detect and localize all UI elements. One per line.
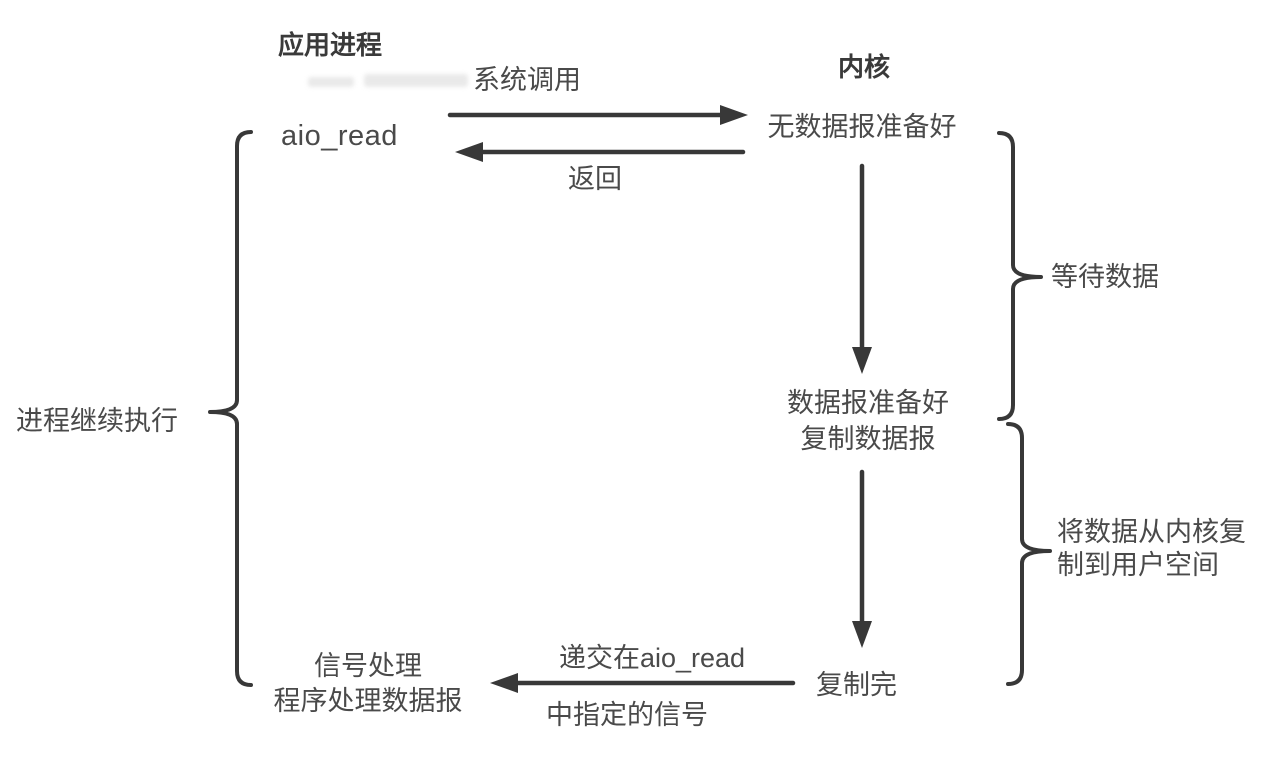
- wait-data-brace: [997, 131, 1043, 421]
- kernel-title: 内核: [837, 52, 891, 82]
- system-call-arrow: [447, 105, 748, 125]
- deliver-signal-label-line1: 递交在aio_read: [558, 643, 746, 673]
- ghost-smudge: [364, 74, 468, 87]
- wait-for-data-label: 等待数据: [1051, 262, 1159, 292]
- copy-data-brace: [1006, 422, 1052, 686]
- system-call-label: 系统调用: [473, 65, 581, 95]
- aio-read-label: aio_read: [281, 120, 398, 152]
- ghost-smudge: [308, 77, 354, 87]
- return-label: 返回: [568, 164, 622, 194]
- return-arrow: [455, 142, 746, 162]
- deliver-signal-arrow: [490, 673, 796, 693]
- datagram-ready-label: 数据报准备好 复制数据报: [787, 388, 949, 454]
- process-continues-brace: [208, 130, 253, 687]
- app-process-title: 应用进程: [278, 30, 383, 60]
- copy-data-arrow: [852, 469, 872, 648]
- wait-data-arrow: [852, 163, 872, 374]
- copy-kernel-to-user-label: 将数据从内核复 制到用户空间: [1057, 517, 1246, 580]
- signal-handler-label: 信号处理 程序处理数据报: [273, 651, 463, 716]
- process-continues-label: 进程继续执行: [16, 406, 178, 436]
- no-datagram-ready-label: 无数据报准备好: [767, 112, 957, 142]
- deliver-signal-label-line2: 中指定的信号: [546, 700, 708, 730]
- copy-complete-label: 复制完: [816, 670, 897, 700]
